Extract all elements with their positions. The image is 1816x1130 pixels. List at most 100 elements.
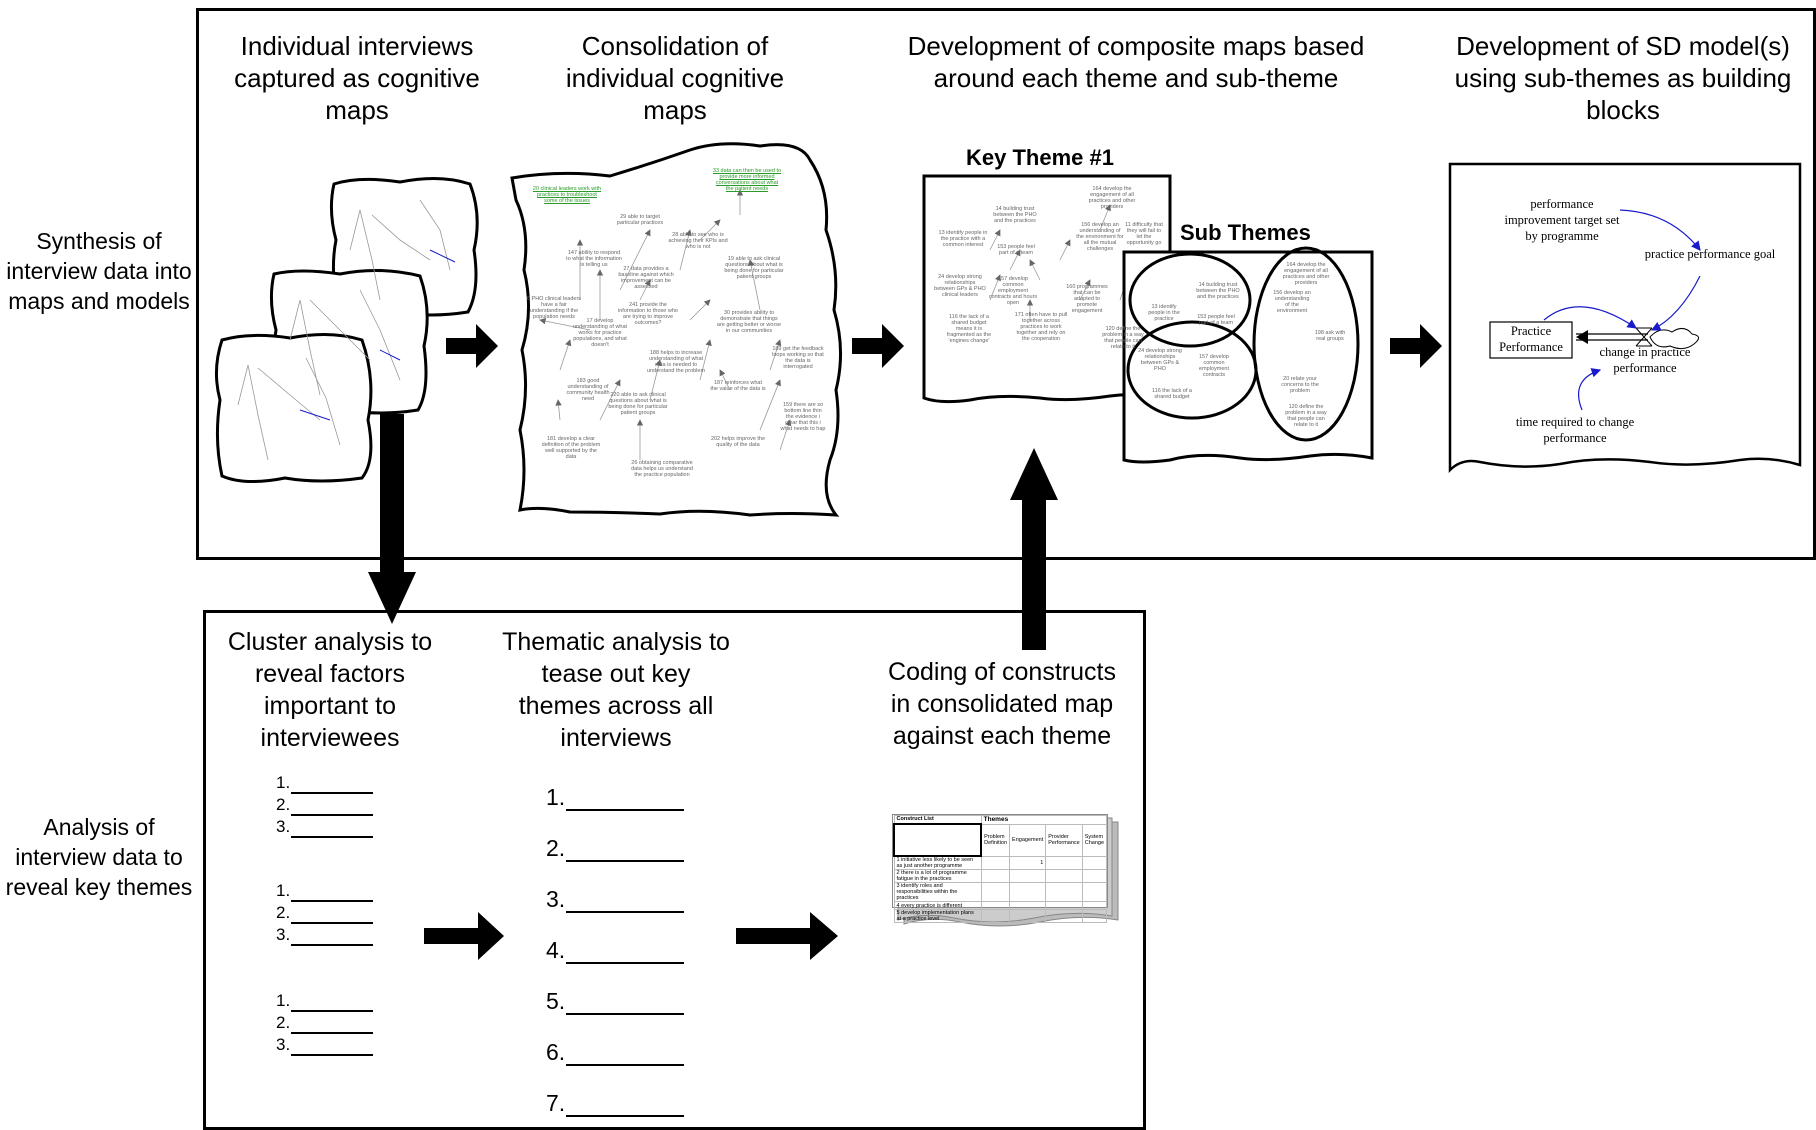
sub-themes-sheet <box>1122 250 1374 464</box>
key-theme-node: 11 difficulty that they will fail to let… <box>1125 222 1163 246</box>
table-row: 5 develop implementation plans at a prac… <box>893 909 1108 923</box>
sd-variable-time: time required to change performance <box>1515 415 1635 445</box>
map-node: 27 data provides a baseline against whic… <box>618 266 674 290</box>
sub-theme-node: 24 develop strong relationships between … <box>1138 348 1182 372</box>
map-node: 6 PHO clinical leaders have a fair under… <box>526 296 582 320</box>
sub-theme-node: 156 develop an understanding of the envi… <box>1273 290 1311 314</box>
map-node: 181 develop a clear definition of the pr… <box>541 436 601 460</box>
key-theme-node: 160 programmes that can be adapted to pr… <box>1066 284 1108 314</box>
sub-themes-title: Sub Themes <box>1180 220 1311 245</box>
cluster-list-1: 1. 2. 3. <box>276 772 374 838</box>
map-node: 147 ability to respond to what the infor… <box>566 250 622 268</box>
map-node: 187 reinforces what the value of the dat… <box>710 380 766 392</box>
table-row: 2 there is a lot of programme fatigue in… <box>893 869 1108 883</box>
key-theme-node: 171 often have to pull together across p… <box>1014 312 1068 342</box>
construct-spreadsheet: Construct List Themes Problem Definition… <box>892 814 1108 923</box>
column-header: Engagement <box>1009 823 1047 857</box>
construct-table: Construct List Themes Problem Definition… <box>892 815 1108 923</box>
cognitive-map-blob-front <box>215 332 373 484</box>
sd-cloud <box>1649 328 1699 350</box>
themes-label: Themes <box>980 815 1108 825</box>
synthesis-label: Synthesis of interview data into maps an… <box>6 228 192 314</box>
key-theme-node: 157 develop common employment contracts … <box>988 276 1038 306</box>
key-theme-title: Key Theme #1 <box>966 145 1114 170</box>
map-node: 28 able to see who is achieving their KP… <box>668 232 728 250</box>
map-node: 30 provides ability to demonstrate that … <box>716 310 782 334</box>
sub-theme-node: 164 develop the engagement of all practi… <box>1282 262 1330 286</box>
sd-arrow-time-flow <box>1578 368 1602 411</box>
map-node: 29 able to target particular practices <box>616 214 664 226</box>
key-theme-node: 153 people feel part of a team <box>997 244 1035 256</box>
arrow-thematic-to-coding <box>736 912 838 960</box>
map-node: 220 able to ask clinical questions about… <box>608 392 668 416</box>
column-header: Problem Definition <box>980 823 1011 857</box>
table-row: 3 identify roles and responsibilities wi… <box>893 882 1108 902</box>
sub-theme-node: 14 building trust between the PHO and th… <box>1196 282 1240 300</box>
sd-arrow-goal-flow <box>1650 275 1701 331</box>
list-item: 7. <box>546 1066 685 1117</box>
list-item: 3. <box>276 816 374 838</box>
list-item: 6. <box>546 1015 685 1066</box>
list-item: 1. <box>276 990 374 1012</box>
sub-theme-node: 116 the lack of a shared budget <box>1152 388 1192 400</box>
arrow-consolidation-to-composite <box>852 324 904 368</box>
map-node: 26 obtaining comparative data helps us u… <box>631 460 693 478</box>
sub-theme-node: 157 develop common employment contracts <box>1199 354 1229 378</box>
synthesis-panel <box>196 8 1816 560</box>
cluster-list-3: 1. 2. 3. <box>276 990 374 1056</box>
consolidated-map-blob <box>510 142 842 517</box>
thematic-analysis-heading: Thematic analysis to tease out key theme… <box>502 628 730 752</box>
cluster-list-2: 1. 2. 3. <box>276 880 374 946</box>
arrow-composite-to-sd <box>1390 324 1442 368</box>
table-row: 4 every practice is different <box>893 901 1108 910</box>
map-node-highlight-2: 33 data can then be used to provide more… <box>712 168 782 192</box>
sub-theme-ellipse-right <box>1252 246 1360 442</box>
sd-arrow-stock-flow <box>1543 306 1637 329</box>
map-node: 19 able to ask clinical questions about … <box>724 256 784 280</box>
map-node: 202 helps improve the quality of the dat… <box>710 436 766 448</box>
map-node: 159 there are so bottom line thin the ev… <box>780 402 826 432</box>
list-item: 4. <box>546 913 685 964</box>
construct-list-title: Construct List <box>893 815 982 825</box>
key-theme-node: 24 develop strong relationships between … <box>934 274 986 298</box>
column-header: System Change <box>1081 823 1108 857</box>
list-item: 3. <box>276 1034 374 1056</box>
list-item: 2. <box>546 811 685 862</box>
map-node-highlight-1: 20 clinical leaders work with practices … <box>532 186 602 204</box>
coding-heading: Coding of constructs in consolidated map… <box>888 658 1116 750</box>
sd-stock-box <box>1489 321 1573 359</box>
list-item: 3. <box>546 862 685 913</box>
column-header: Provider Performance <box>1045 823 1083 857</box>
thematic-list: 1. 2. 3. 4. 5. 6. 7. <box>546 760 685 1117</box>
sd-valve <box>1635 327 1653 347</box>
sd-variable-target: performance improvement target set by pr… <box>1504 197 1620 243</box>
table-row: 1 initiative less likely to be seen as j… <box>893 855 1108 870</box>
sd-flow-label: change in practice performance <box>1599 345 1691 375</box>
map-node: 241 provide the information to those who… <box>618 302 678 326</box>
map-node: 183 good understanding of community heal… <box>566 378 610 402</box>
analysis-label: Analysis of interview data to reveal key… <box>5 814 193 900</box>
list-item: 1. <box>276 772 374 794</box>
key-theme-node: 14 building trust between the PHO and th… <box>993 206 1037 224</box>
sd-arrow-target-goal <box>1619 209 1701 251</box>
key-theme-node: 156 develop an understanding of the envi… <box>1076 222 1124 252</box>
key-theme-node: 13 identify people in the practice with … <box>938 230 988 248</box>
list-item: 2. <box>276 1012 374 1034</box>
sub-theme-node: 198 ask with real groups <box>1314 330 1346 342</box>
list-item: 1. <box>546 760 685 811</box>
construct-input-box <box>892 823 983 857</box>
key-theme-node: 116 the lack of a shared budget means it… <box>946 314 992 344</box>
sub-theme-node: 20 relate your concerns to the problem <box>1281 376 1319 394</box>
sd-stock-label: Practice Performance <box>1499 324 1563 354</box>
header-composite-maps: Development of composite maps based arou… <box>907 31 1365 93</box>
key-theme-node: 164 develop the engagement of all practi… <box>1088 186 1136 210</box>
header-individual-interviews: Individual interviews captured as cognit… <box>234 31 480 125</box>
list-item: 1. <box>276 880 374 902</box>
sub-theme-node: 153 people feel part of a team <box>1197 314 1235 326</box>
sub-theme-node: 120 define the problem in a way that peo… <box>1285 404 1327 428</box>
list-item: 2. <box>276 902 374 924</box>
sub-theme-ellipse-top <box>1128 252 1252 348</box>
map-node: 17 develop understanding of what works f… <box>572 318 628 348</box>
cluster-analysis-heading: Cluster analysis to reveal factors impor… <box>227 628 433 752</box>
